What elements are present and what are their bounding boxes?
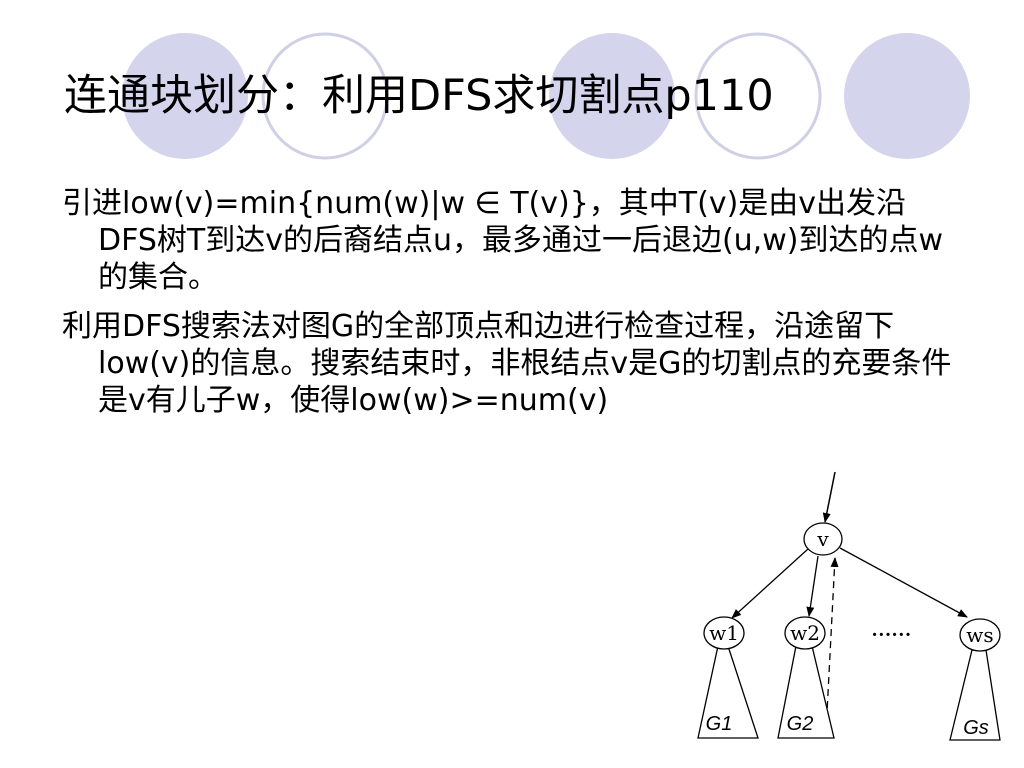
dfs-tree-diagram: v w1 w2 ws …… G1 G2 Gs — [697, 471, 1001, 741]
decor-circle-4 — [694, 32, 822, 160]
subtree-g2-label: G2 — [787, 713, 814, 735]
decor-circle-5 — [844, 33, 970, 159]
node-v-label: v — [816, 527, 829, 551]
edge-v-ws — [839, 547, 968, 618]
slide-body: 引进low(v)=min{num(w)|w ∈ T(v)}，其中T(v)是由v出… — [62, 185, 962, 431]
back-edge-dashed — [825, 557, 839, 733]
node-v — [803, 522, 843, 556]
paragraph-low-definition: 引进low(v)=min{num(w)|w ∈ T(v)}，其中T(v)是由v出… — [62, 186, 943, 295]
node-w1 — [703, 616, 745, 650]
decor-circle-2 — [261, 32, 389, 160]
node-ws — [959, 618, 1001, 652]
decor-circle-1 — [122, 33, 248, 159]
node-w2-label: w2 — [790, 621, 820, 645]
ellipsis-siblings: …… — [872, 619, 912, 641]
slide-title: 连通块划分：利用DFS求切割点p110 — [64, 71, 774, 121]
subtree-g1-label: G1 — [706, 713, 733, 735]
incoming-arrow — [822, 471, 836, 523]
node-w1-label: w1 — [709, 621, 739, 645]
paragraph-cut-vertex-condition: 利用DFS搜索法对图G的全部顶点和边进行检查过程，沿途留下low(v)的信息。搜… — [62, 309, 952, 418]
edge-v-w2 — [806, 555, 819, 617]
edge-v-w1 — [731, 548, 809, 619]
title-decoration — [122, 32, 970, 160]
node-w2 — [784, 616, 826, 650]
decor-circle-3 — [549, 33, 675, 159]
subtree-gs-label: Gs — [963, 717, 989, 739]
node-ws-label: ws — [966, 623, 993, 647]
